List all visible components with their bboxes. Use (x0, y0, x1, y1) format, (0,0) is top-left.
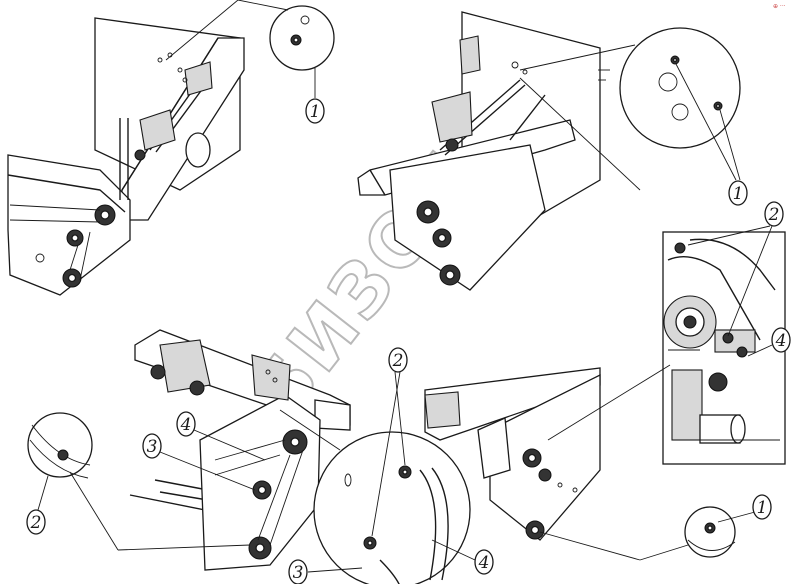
top-beam (424, 367, 601, 441)
callout-4-bottom-center: 4 (431, 539, 494, 575)
svg-text:4: 4 (478, 553, 490, 573)
callout-4-bottom-left: 4 (176, 411, 266, 461)
callout-1-bottom-right: 1 (752, 494, 772, 520)
view-bottom-center-magnifier (279, 371, 471, 584)
callout-1-top-left: 1 (305, 98, 325, 124)
view-right-inset (662, 231, 786, 465)
svg-text:2: 2 (392, 351, 404, 371)
svg-text:3: 3 (293, 563, 304, 583)
callout-3-bottom-left: 3 (142, 433, 256, 491)
callout-labels: 1 1 1 2 2 2 3 3 (26, 98, 791, 584)
callout-4-inset: 4 (747, 327, 791, 357)
view-bottom-right (424, 364, 756, 561)
detail-magnifier (619, 27, 741, 149)
svg-text:4: 4 (180, 415, 192, 435)
svg-text:4: 4 (775, 331, 787, 351)
callout-3-bottom-center: 3 (288, 559, 363, 584)
view-top-center (357, 11, 741, 291)
svg-text:1: 1 (733, 184, 744, 204)
detail-magnifier (313, 431, 471, 584)
svg-text:1: 1 (757, 498, 768, 518)
view-bottom-left (27, 329, 351, 571)
side-plate (389, 144, 546, 291)
callout-2-bottom-center: 2 (388, 347, 408, 373)
svg-text:2: 2 (30, 513, 42, 533)
callout-1-top-right: 1 (728, 180, 748, 206)
svg-text:1: 1 (310, 102, 321, 122)
view-top-left (7, 0, 335, 296)
svg-text:2: 2 (768, 205, 780, 225)
callout-2-bottom-left: 2 (26, 509, 46, 535)
side-plate (489, 373, 601, 541)
svg-text:3: 3 (147, 437, 158, 457)
corner-mark: ⊕ ··· (773, 3, 786, 10)
callout-2-inset: 2 (687, 201, 784, 337)
detail-magnifier (269, 5, 335, 71)
